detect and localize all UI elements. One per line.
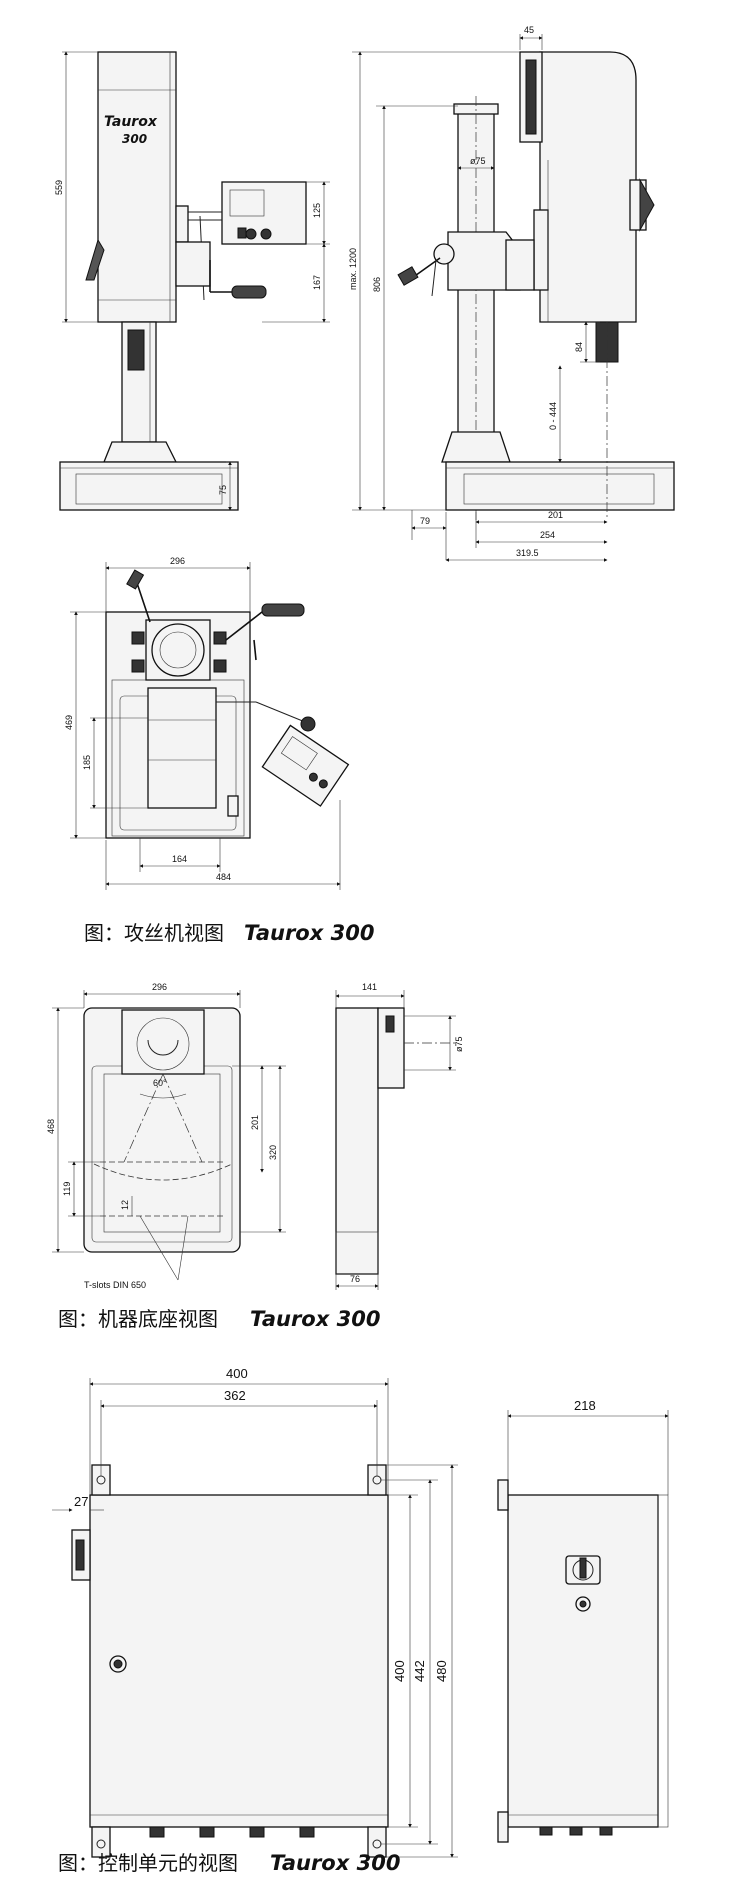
svg-text:ø75: ø75	[454, 1036, 464, 1052]
svg-text:296: 296	[152, 982, 167, 992]
svg-text:图：攻丝机视图: 图：攻丝机视图	[84, 921, 224, 945]
svg-text:164: 164	[172, 854, 187, 864]
svg-text:125: 125	[312, 203, 322, 218]
svg-text:119: 119	[62, 1182, 72, 1196]
svg-text:484: 484	[216, 872, 231, 882]
svg-text:0 - 444: 0 - 444	[548, 402, 558, 430]
svg-text:75: 75	[218, 485, 228, 495]
svg-text:480: 480	[434, 1660, 449, 1682]
svg-text:167: 167	[312, 275, 322, 290]
figure3-caption: 图：控制单元的视图 Taurox 300	[58, 1851, 400, 1875]
figure3-control-front-view: 400 362 27 400 442 480	[52, 1366, 458, 1858]
svg-text:254: 254	[540, 530, 555, 540]
figure1-front-view: Taurox 300 559 1	[54, 51, 330, 511]
svg-text:ø75: ø75	[470, 156, 486, 166]
svg-text:T-slots DIN 650: T-slots DIN 650	[84, 1280, 146, 1290]
figure2-base-side-view: 141 ø75 76	[335, 982, 464, 1290]
svg-text:319.5: 319.5	[516, 548, 539, 558]
svg-text:442: 442	[412, 1660, 427, 1682]
svg-text:218: 218	[574, 1398, 596, 1413]
figure2-caption: 图：机器底座视图 Taurox 300	[58, 1307, 380, 1331]
svg-text:60°: 60°	[153, 1078, 167, 1088]
figure1-caption: 图：攻丝机视图 Taurox 300	[84, 921, 374, 945]
svg-text:201: 201	[250, 1115, 260, 1130]
taurox-logo: Taurox 300	[104, 114, 158, 146]
figure3-control-side-view: 218	[497, 1398, 669, 1843]
svg-text:362: 362	[224, 1388, 246, 1403]
svg-text:320: 320	[268, 1145, 278, 1160]
svg-text:12: 12	[120, 1200, 130, 1210]
svg-text:max. 1200: max. 1200	[348, 248, 358, 290]
svg-text:Taurox 300: Taurox 300	[250, 1307, 380, 1331]
svg-text:141: 141	[362, 982, 377, 992]
svg-text:45: 45	[524, 25, 534, 35]
svg-text:400: 400	[392, 1660, 407, 1682]
svg-text:27: 27	[74, 1494, 88, 1509]
svg-text:806: 806	[372, 277, 382, 292]
svg-text:468: 468	[46, 1119, 56, 1134]
svg-text:84: 84	[574, 342, 584, 352]
svg-text:201: 201	[548, 510, 563, 520]
svg-text:469: 469	[64, 715, 74, 730]
figure2-base-top-view: 60° 296 468 320 201 119 12 T-slots DIN 6…	[46, 982, 286, 1290]
svg-text:Taurox: Taurox	[104, 114, 158, 130]
svg-text:图：控制单元的视图: 图：控制单元的视图	[58, 1851, 238, 1875]
figure1-top-view: 296 469 185 164 484	[64, 556, 350, 890]
svg-text:400: 400	[226, 1366, 248, 1381]
figure1-side-view: 45 max. 1200 806 ø75 84 0 - 444 79 201 2…	[348, 25, 675, 562]
svg-text:185: 185	[82, 755, 92, 770]
svg-text:559: 559	[54, 180, 64, 195]
svg-text:296: 296	[170, 556, 185, 566]
svg-text:Taurox 300: Taurox 300	[244, 921, 374, 945]
svg-text:300: 300	[122, 132, 147, 146]
svg-text:图：机器底座视图: 图：机器底座视图	[58, 1307, 218, 1331]
svg-text:76: 76	[350, 1274, 360, 1284]
svg-text:Taurox 300: Taurox 300	[270, 1851, 400, 1875]
svg-text:79: 79	[420, 516, 430, 526]
